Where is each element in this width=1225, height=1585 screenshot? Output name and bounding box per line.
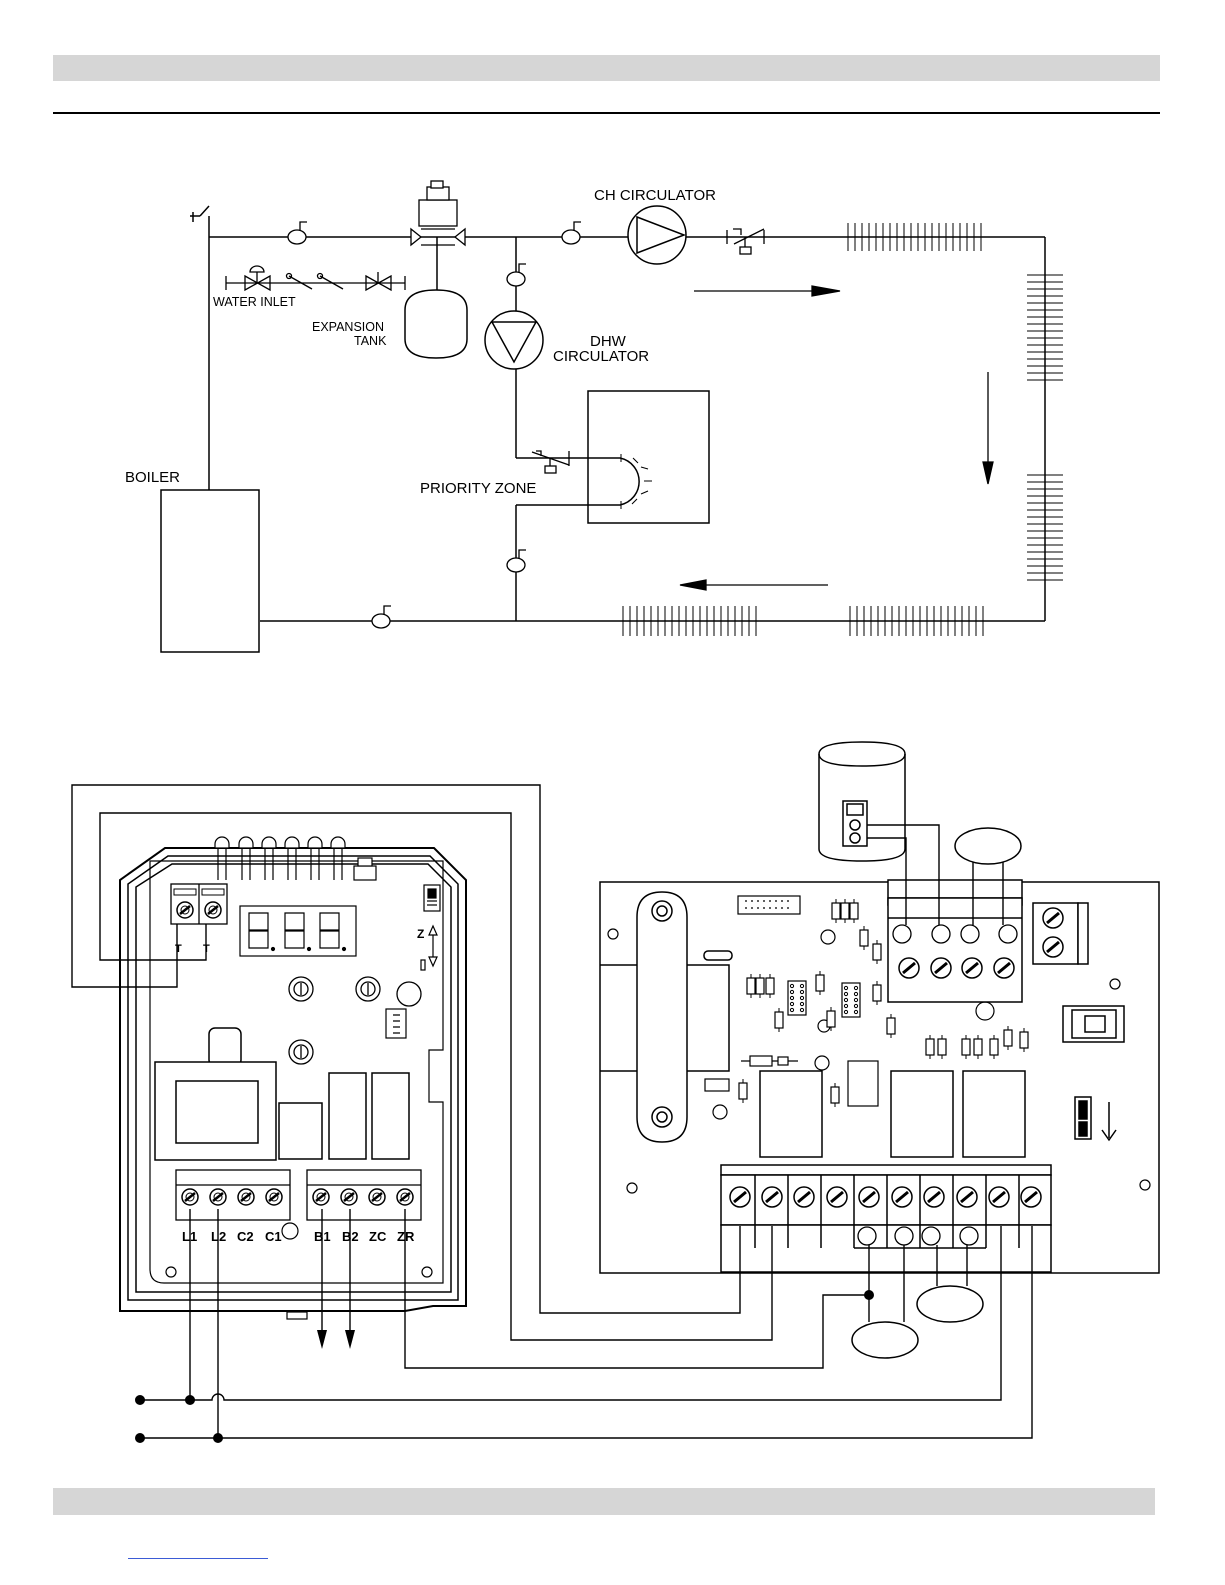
mounting-holes bbox=[166, 1223, 432, 1277]
expansion-tank-label-1: EXPANSION bbox=[312, 320, 384, 334]
priority-flow-check-icon bbox=[532, 451, 569, 473]
zone-z-label: Z bbox=[417, 927, 424, 941]
rj-jack-icon bbox=[1063, 1006, 1124, 1042]
dhw-circulator-icon bbox=[485, 311, 543, 369]
transformer bbox=[155, 1028, 276, 1160]
water-inlet-label: WATER INLET bbox=[213, 295, 296, 309]
terminal-screw-icon bbox=[989, 1187, 1009, 1207]
terminal-screw-icon bbox=[730, 1187, 750, 1207]
terminal-screw-icon bbox=[962, 958, 982, 978]
enclosure-tab bbox=[287, 1312, 307, 1319]
dhw-circulator-label-2: CIRCULATOR bbox=[553, 348, 649, 365]
air-separator bbox=[411, 181, 465, 245]
terminal-screw-icon bbox=[931, 958, 951, 978]
terminal-screw-icon bbox=[859, 1187, 879, 1207]
priority-switch bbox=[424, 885, 440, 911]
terminal-screw-icon bbox=[794, 1187, 814, 1207]
terminal-screw-icon bbox=[369, 1189, 385, 1205]
expansion-tank-label-2: TANK bbox=[354, 334, 387, 348]
flow-arrows bbox=[680, 286, 993, 590]
terminal-screw-icon bbox=[341, 1189, 357, 1205]
terminal-screw-icon bbox=[994, 958, 1014, 978]
terminal-screw-icon bbox=[182, 1189, 198, 1205]
terminal-screw-icon bbox=[957, 1187, 977, 1207]
terminal-screw-icon bbox=[313, 1189, 329, 1205]
terminal-screw-icon bbox=[1043, 937, 1063, 957]
terminal-screw-icon bbox=[762, 1187, 782, 1207]
ch-circulator-label: CH CIRCULATOR bbox=[594, 187, 716, 204]
ch-circulator-icon bbox=[628, 206, 686, 264]
water-heater-tank bbox=[819, 742, 905, 861]
thermostat-t1-label: T bbox=[175, 943, 182, 955]
header-connector bbox=[386, 1009, 406, 1038]
terminal-screw-icon bbox=[1043, 908, 1063, 928]
expansion-tank bbox=[405, 290, 467, 358]
indirect-water-heater bbox=[588, 391, 709, 523]
isolation-valve-icon bbox=[288, 222, 307, 244]
wire-junction-dots bbox=[135, 1290, 874, 1443]
boiler-box bbox=[161, 490, 259, 652]
relays bbox=[279, 1073, 409, 1159]
terminal-label-c1: C1 bbox=[265, 1229, 282, 1244]
terminal-screw-icon bbox=[397, 1189, 413, 1205]
piping-diagram bbox=[190, 206, 1045, 621]
boiler-label: BOILER bbox=[125, 469, 180, 486]
isolation-valve-icon bbox=[372, 606, 391, 628]
enclosure-leds bbox=[215, 837, 376, 880]
terminal-screw-icon bbox=[899, 958, 919, 978]
terminal-screw-icon bbox=[892, 1187, 912, 1207]
seven-segment-display bbox=[240, 906, 356, 956]
terminal-screw-icon bbox=[266, 1189, 282, 1205]
isolation-valve-icon bbox=[562, 222, 581, 244]
terminal-screw-icon bbox=[827, 1187, 847, 1207]
thermostat-terminal-block bbox=[171, 884, 227, 924]
board-relays bbox=[760, 1071, 1025, 1157]
ribbon-header bbox=[738, 896, 800, 914]
terminal-screw-icon bbox=[210, 1189, 226, 1205]
terminal-label-c2: C2 bbox=[237, 1229, 254, 1244]
terminal-screw-icon bbox=[238, 1189, 254, 1205]
water-inlet-assembly bbox=[226, 266, 405, 290]
terminal-screw-icon bbox=[924, 1187, 944, 1207]
terminal-screw-icon bbox=[1021, 1187, 1041, 1207]
priority-zone-label: PRIORITY ZONE bbox=[420, 480, 536, 497]
terminal-label-zr: ZR bbox=[397, 1229, 415, 1244]
baseboard-fins bbox=[623, 223, 1063, 636]
terminal-label-zc: ZC bbox=[369, 1229, 387, 1244]
flow-check-icon bbox=[727, 229, 764, 254]
